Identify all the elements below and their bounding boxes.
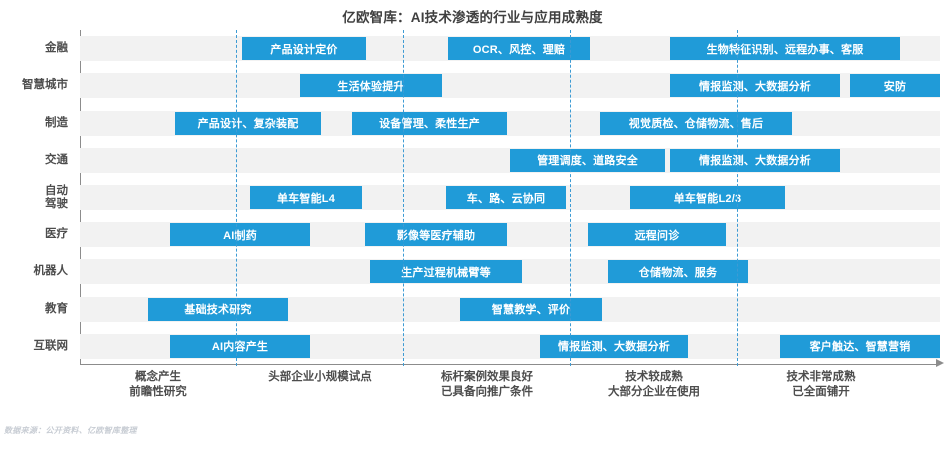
row-label-line: 医疗 (45, 228, 68, 241)
chart-bar[interactable]: 情报监测、大数据分析 (540, 334, 688, 358)
stage-caption-line: 已全面铺开 (792, 385, 850, 398)
stage-caption-4: 技术非常成熟已全面铺开 (741, 370, 901, 399)
x-axis-arrow-icon (936, 359, 944, 367)
stage-caption-line: 技术非常成熟 (786, 371, 856, 383)
chart-bar[interactable]: 仓储物流、服务 (608, 260, 748, 284)
chart-bar[interactable]: OCR、风控、理赔 (448, 37, 590, 61)
row-label-7: 教育 (0, 303, 68, 316)
chart-bar[interactable]: 情报监测、大数据分析 (670, 74, 840, 98)
stage-caption-row: 概念产生前瞻性研究头部企业小规模试点标杆案例效果良好已具备向推广条件技术较成熟大… (80, 370, 940, 410)
chart-bar[interactable]: 车、路、云协同 (446, 186, 566, 209)
row-label-line: 金融 (45, 42, 68, 55)
stage-divider-1 (403, 30, 404, 366)
chart-bar[interactable]: 情报监测、大数据分析 (670, 148, 840, 172)
page-title: 亿欧智库：AI技术渗透的行业与应用成熟度 (342, 10, 603, 25)
row-label-line: 制造 (45, 116, 68, 129)
row-label-5: 医疗 (0, 228, 68, 241)
row-label-3: 交通 (0, 154, 68, 167)
row-label-4: 自动驾驶 (0, 185, 68, 211)
chart-bar[interactable]: 单车智能L2/3 (630, 186, 785, 209)
chart-bar[interactable]: 生产过程机械臂等 (370, 260, 522, 284)
stage-caption-0: 概念产生前瞻性研究 (78, 370, 238, 399)
row-label-6: 机器人 (0, 265, 69, 278)
chart-bar[interactable]: 管理调度、道路安全 (510, 148, 665, 172)
chart-bar[interactable]: 产品设计、复杂装配 (175, 111, 321, 135)
chart-bar[interactable]: 生活体验提升 (300, 74, 442, 98)
stage-divider-3 (737, 30, 738, 366)
stage-divider-2 (570, 30, 571, 366)
chart-bar[interactable]: 基础技术研究 (148, 297, 288, 321)
chart-bar[interactable]: 产品设计定价 (242, 37, 366, 61)
stage-caption-line: 头部企业小规模试点 (268, 371, 372, 383)
row-label-column: 金融智慧城市制造交通自动驾驶医疗机器人教育互联网 (0, 30, 78, 365)
stage-caption-line: 标杆案例效果良好 (441, 371, 533, 383)
row-label-0: 金融 (0, 42, 68, 55)
row-label-line: 自动 (45, 184, 68, 197)
chart-bar[interactable]: 设备管理、柔性生产 (352, 111, 507, 135)
stage-caption-3: 技术较成熟大部分企业在使用 (574, 370, 734, 399)
row-label-line: 驾驶 (45, 197, 68, 210)
row-label-line: 互联网 (33, 339, 69, 352)
row-label-8: 互联网 (0, 339, 69, 353)
row-label-line: 机器人 (33, 265, 69, 278)
x-axis-line (80, 364, 938, 365)
chart-bar[interactable]: 远程问诊 (588, 223, 726, 247)
chart-bar[interactable]: 安防 (850, 74, 940, 98)
chart-bar[interactable]: AI内容产生 (170, 334, 310, 358)
chart-bar[interactable]: 智慧教学、评价 (460, 297, 602, 321)
row-label-line: 智慧城市 (22, 79, 68, 92)
row-label-line: 交通 (45, 153, 68, 166)
chart-bar[interactable]: 影像等医疗辅助 (365, 223, 507, 247)
chart-bar[interactable]: 视觉质检、仓储物流、售后 (600, 111, 792, 135)
stage-caption-line: 已具备向推广条件 (441, 385, 533, 398)
chart-bar[interactable]: 客户触达、智慧营销 (780, 334, 940, 358)
stage-caption-2: 标杆案例效果良好已具备向推广条件 (407, 370, 567, 399)
row-label-line: 教育 (45, 302, 68, 315)
stage-divider-0 (236, 30, 237, 366)
stage-caption-line: 前瞻性研究 (129, 385, 187, 398)
row-label-1: 智慧城市 (0, 79, 68, 92)
source-note: 数据来源：公开资料、亿欧智库整理 (4, 426, 137, 435)
chart-bar[interactable]: AI制药 (170, 223, 310, 247)
stage-caption-1: 头部企业小规模试点 (240, 370, 400, 385)
chart-bar[interactable]: 单车智能L4 (250, 186, 362, 209)
row-label-2: 制造 (0, 117, 68, 130)
stage-caption-line: 技术较成熟 (625, 371, 683, 383)
stage-caption-line: 大部分企业在使用 (608, 385, 700, 398)
chart-bar[interactable]: 生物特征识别、远程办事、客服 (670, 37, 900, 61)
stage-caption-line: 概念产生 (135, 371, 181, 383)
